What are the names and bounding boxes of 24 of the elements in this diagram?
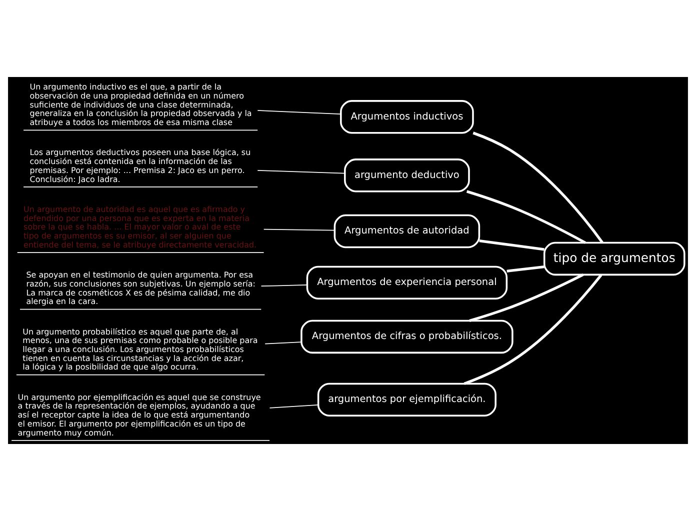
connector bbox=[257, 169, 346, 174]
connector bbox=[479, 238, 544, 250]
node-text: Los argumentos deductivos poseen una base lógica, su conclusión está contenida en la información de las premisas. Por ejemplo: ... Premisa 2: Jaco es un perro. Conclusión: Jaco ladra. bbox=[30, 148, 251, 184]
node-box: tipo de argumentos bbox=[543, 241, 686, 276]
node-text: Se apoyan en el testimonio de quien argumenta. Por esa razón, sus conclusiones son subjetivas. Un ejemplo sería: La marca de cosméticos X es de pésima calidad, me dio alergia en la cara. bbox=[26, 270, 256, 306]
connector bbox=[257, 109, 342, 114]
connector bbox=[263, 228, 335, 230]
connector bbox=[466, 190, 586, 244]
connector bbox=[260, 284, 308, 286]
node-box: argumento deductivo bbox=[344, 158, 470, 192]
node-text: Un argumento probabilístico es aquel que parte de, al menos, una de sus premisas como probable o posible para llegar a una conclusión. Los argumentos probabilísticos tienen en cuenta las circunstancias y la acción de azar, la lógica y la posibilidad de que algo ocurra. bbox=[22, 326, 258, 372]
node-box: Argumentos de cifras o probabilísticos. bbox=[300, 319, 514, 354]
node-box: Argumentos de experiencia personal bbox=[306, 265, 508, 299]
node-box: Argumentos inductivos bbox=[340, 100, 474, 134]
connector bbox=[464, 274, 602, 384]
connector bbox=[269, 404, 318, 408]
node-box: argumentos por ejemplificación. bbox=[317, 382, 496, 416]
node-text: Un argumento inductivo es el que, a partir de la observación de una propiedad definida en un número suficiente de individuos de una clase determinada, generaliza en la conclusión la propiedad observada y la atribuye a todos los miembros de esa misma clase bbox=[30, 82, 252, 127]
node-box: Argumentos de autoridad bbox=[334, 214, 480, 248]
node-text: Un argumento por ejemplificación es aquel que se construye a través de la representación de ejemplos, ayudando a que así el receptor capte la idea de lo que está argumentando el emisor. El argumento por ejemplificación es un tipo de argumento muy común. bbox=[18, 392, 261, 437]
connector bbox=[472, 131, 604, 243]
connector bbox=[264, 341, 302, 344]
node-text: Un argumento de autoridad es aquel que es afirmado y defendido por una persona que es experta en la materia sobre la que se habla. ... El mayor valor o aval de este tipo de argumentos es su emisor, al ser alguien que entiende del tema, se le atribuye directamente veracidad. bbox=[24, 204, 257, 249]
connector bbox=[506, 264, 544, 272]
